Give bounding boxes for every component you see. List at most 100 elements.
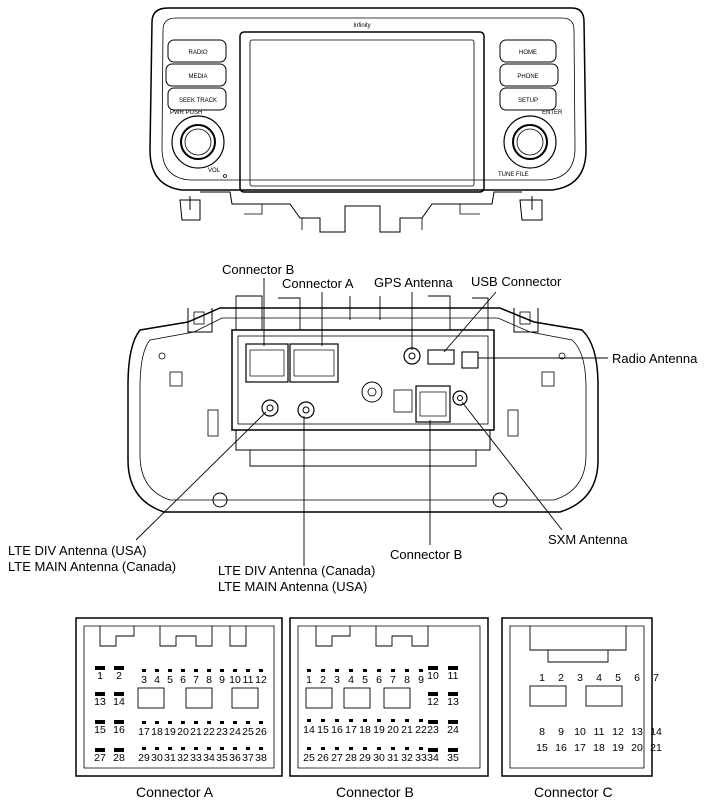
- pin-mark: [391, 669, 395, 672]
- pin-label: 1: [306, 674, 312, 686]
- pin-label: 11: [243, 674, 254, 686]
- connector-b-outline: [289, 617, 489, 777]
- pin-label: 35: [216, 752, 228, 764]
- connector-b-top-label: Connector B: [222, 262, 295, 277]
- pin-label: 30: [373, 752, 385, 764]
- pin-label: 18: [151, 726, 163, 738]
- lte-canada-label-line2: LTE MAIN Antenna (USA): [218, 579, 368, 594]
- pin-mark: [168, 721, 172, 724]
- pin-label: 3: [577, 672, 583, 684]
- lte-usa-socket: [261, 399, 279, 417]
- pin-label: 28: [345, 752, 357, 764]
- phone-button-label: PHONE: [517, 74, 538, 80]
- pin-mark: [448, 666, 458, 670]
- radio-socket: [461, 351, 479, 369]
- pin-label: 28: [113, 752, 125, 764]
- sxm-antenna-label: SXM Antenna: [548, 532, 628, 547]
- pin-label: 22: [415, 724, 427, 736]
- pin-mark: [207, 721, 211, 724]
- pin-mark: [155, 669, 159, 672]
- connector-b-socket: [245, 343, 289, 383]
- pin-label: 17: [138, 726, 150, 738]
- pin-mark: [349, 719, 353, 722]
- connector-a-outline: [75, 617, 283, 777]
- pin-label: 34: [203, 752, 215, 764]
- pin-label: 34: [427, 752, 439, 764]
- pin-mark: [428, 748, 438, 752]
- volume-knob: [171, 115, 225, 169]
- pin-mark: [181, 747, 185, 750]
- pin-mark: [405, 669, 409, 672]
- pin-label: 15: [536, 742, 548, 754]
- pin-label: 33: [190, 752, 202, 764]
- pin-label: 19: [612, 742, 624, 754]
- tune-label: TUNE FILE: [498, 172, 529, 178]
- pin-label: 26: [255, 726, 267, 738]
- pin-label: 23: [216, 726, 228, 738]
- pin-mark: [220, 721, 224, 724]
- radio-antenna-label: Radio Antenna: [612, 351, 698, 366]
- pin-label: 10: [427, 670, 439, 682]
- pin-label: 2: [320, 674, 326, 686]
- radio-button-label: RADIO: [188, 50, 207, 56]
- connector-b-lower-socket: [415, 385, 451, 423]
- pin-label: 36: [229, 752, 241, 764]
- pin-label: 25: [303, 752, 315, 764]
- pin-mark: [259, 721, 263, 724]
- pin-label: 15: [317, 724, 329, 736]
- pin-label: 20: [387, 724, 399, 736]
- pin-label: 16: [113, 724, 125, 736]
- pin-mark: [194, 721, 198, 724]
- pin-label: 18: [359, 724, 371, 736]
- media-button-shape: [165, 63, 227, 87]
- pin-label: 2: [116, 670, 122, 682]
- pin-label: 1: [539, 672, 545, 684]
- pin-mark: [349, 747, 353, 750]
- pin-label: 16: [555, 742, 567, 754]
- pin-mark: [448, 720, 458, 724]
- lte-usa-label-line1: LTE DIV Antenna (USA): [8, 543, 147, 558]
- pin-mark: [259, 669, 263, 672]
- pin-label: 13: [94, 696, 106, 708]
- leader-lines: [135, 278, 608, 566]
- pin-mark: [220, 669, 224, 672]
- pin-label: 11: [594, 726, 605, 738]
- pin-mark: [114, 692, 124, 696]
- pin-mark: [114, 666, 124, 670]
- pin-mark: [363, 719, 367, 722]
- pin-label: 1: [97, 670, 103, 682]
- pin-label: 15: [94, 724, 106, 736]
- pin-mark: [448, 748, 458, 752]
- pin-mark: [307, 669, 311, 672]
- pin-label: 12: [255, 674, 267, 686]
- pin-mark: [246, 747, 250, 750]
- connector-a-label: Connector A: [282, 276, 354, 291]
- pin-mark: [207, 669, 211, 672]
- pin-label: 8: [206, 674, 212, 686]
- pin-mark: [321, 669, 325, 672]
- pin-mark: [363, 669, 367, 672]
- pin-mark: [233, 669, 237, 672]
- connector-b-caption: Connector B: [336, 784, 414, 800]
- pin-label: 14: [650, 726, 662, 738]
- media-button-label: MEDIA: [188, 74, 207, 80]
- pin-marks: [95, 666, 458, 752]
- pin-label: 12: [612, 726, 624, 738]
- pin-label: 11: [448, 670, 459, 682]
- pin-label: 13: [447, 696, 459, 708]
- seek-button-shape: [167, 87, 227, 111]
- pin-mark: [428, 666, 438, 670]
- pin-mark: [419, 747, 423, 750]
- pin-label: 5: [615, 672, 621, 684]
- setup-button-shape: [499, 87, 557, 111]
- lte-canada-socket: [297, 401, 315, 419]
- pin-label: 7: [390, 674, 396, 686]
- tune-knob: [503, 115, 557, 169]
- pin-mark: [405, 719, 409, 722]
- pin-label: 19: [164, 726, 176, 738]
- setup-button-label: SETUP: [518, 98, 538, 104]
- home-button-label: HOME: [519, 50, 537, 56]
- pwr-label: PWR PUSH: [170, 110, 202, 116]
- pin-label: 6: [180, 674, 186, 686]
